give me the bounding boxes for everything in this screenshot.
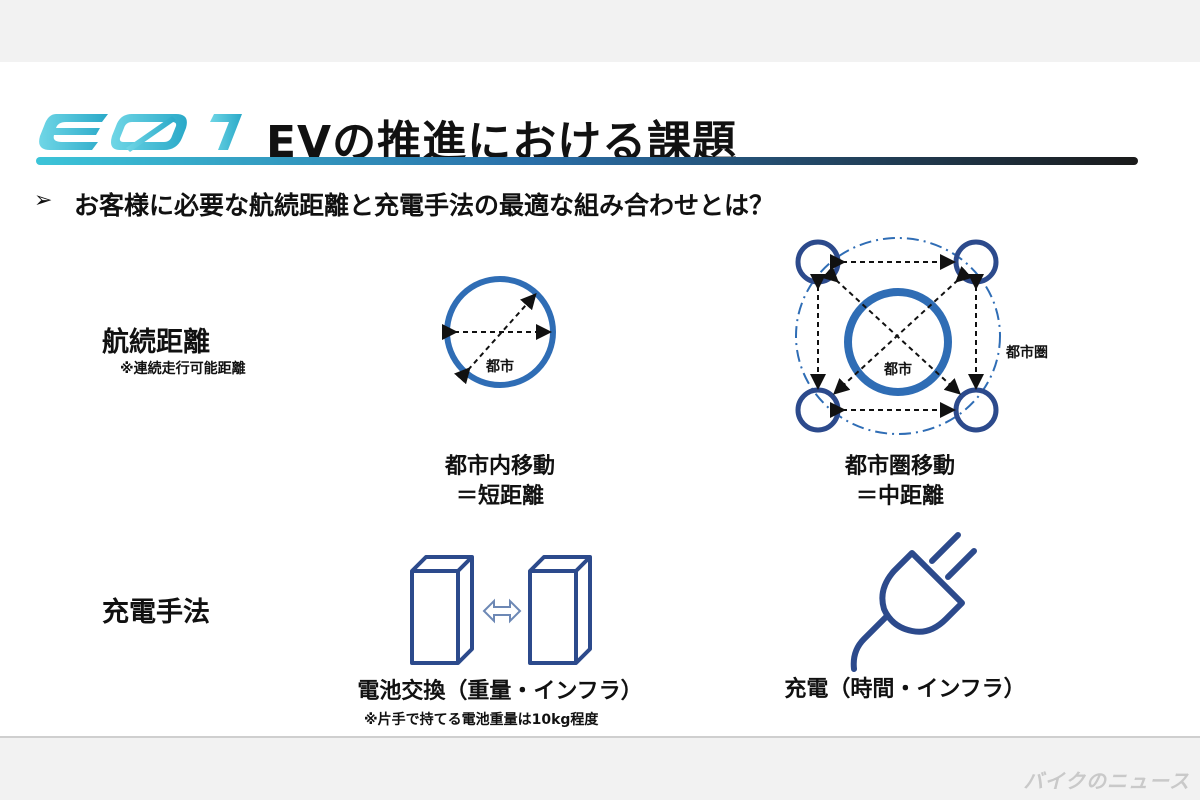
battery-left xyxy=(410,555,474,665)
plug-caption: 充電（時間・インフラ） xyxy=(784,677,1026,702)
range-label: 航続距離 xyxy=(102,327,210,358)
charging-label: 充電手法 xyxy=(102,597,210,628)
subtitle-question: お客様に必要な航続距離と充電手法の最適な組み合わせとは？ xyxy=(74,191,775,220)
city-circle-label: 都市 xyxy=(485,358,514,375)
plug-icon xyxy=(840,525,990,679)
metro-caption-line1: 都市圏移動 xyxy=(844,454,955,479)
metro-center-label: 都市 xyxy=(883,361,912,378)
metro-area-label: 都市圏 xyxy=(1006,345,1048,361)
city-diagram: 都市 xyxy=(430,272,570,396)
metro-area-boundary xyxy=(795,237,1001,435)
satellite-bottom-right xyxy=(953,387,999,433)
swap-arrow-icon xyxy=(482,598,522,624)
satellite-top-right xyxy=(953,239,999,285)
metro-caption-line2: ＝中距離 xyxy=(855,484,944,509)
battery-swap-icon xyxy=(406,553,606,672)
e01-logo xyxy=(36,108,251,160)
title-underline xyxy=(36,157,1138,165)
city-caption: 都市内移動 ＝短距離 xyxy=(430,452,570,512)
battery-right xyxy=(528,555,592,665)
metro-diagram: 都市 xyxy=(780,226,1020,450)
city-caption-line2: ＝短距離 xyxy=(455,484,544,509)
range-note: ※連続走行可能距離 xyxy=(120,361,246,377)
city-caption-line1: 都市内移動 xyxy=(444,454,555,479)
slide xyxy=(0,62,1200,738)
metro-caption: 都市圏移動 ＝中距離 xyxy=(820,452,980,512)
swap-note: ※片手で持てる電池重量は10kg程度 xyxy=(364,712,599,728)
watermark: バイクのニュース xyxy=(1023,769,1190,793)
bullet-arrow-icon: ➢ xyxy=(34,188,53,213)
swap-caption: 電池交換（重量・インフラ） xyxy=(357,679,643,704)
